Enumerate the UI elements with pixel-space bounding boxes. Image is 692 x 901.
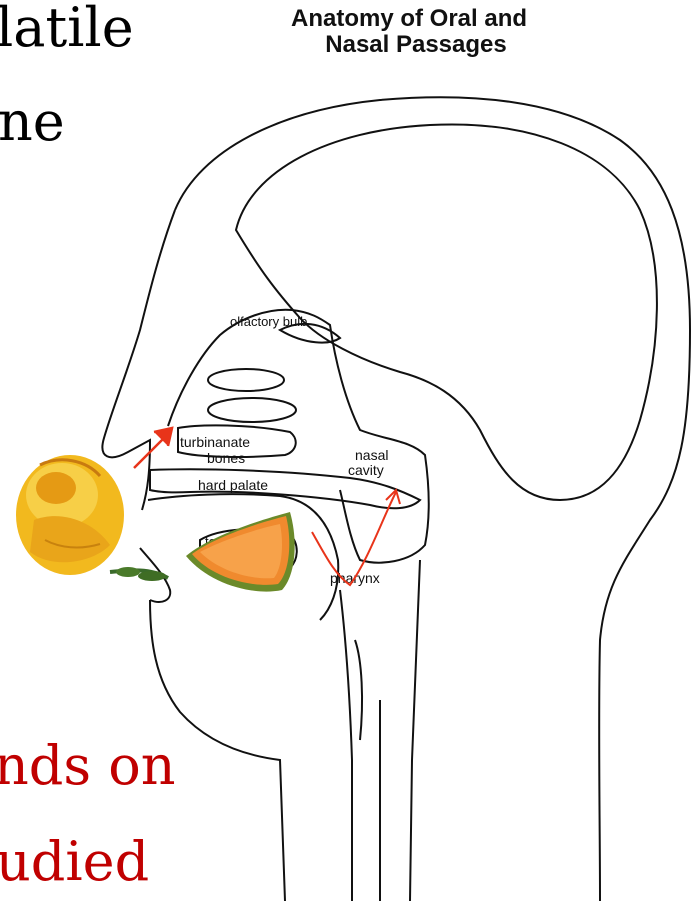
pharynx-wall-back [410,560,420,901]
brain-outline [236,124,657,500]
airflow-arrow-nose [134,428,172,468]
label-nasal-cavity-1: nasal [355,447,388,463]
turbinate-bone-1 [208,369,284,391]
label-turbinate-bones-2: bones [207,450,245,466]
label-hard-palate: hard palate [198,477,268,493]
head-outline [175,97,690,901]
slide-text-bottom-line-2: udied [0,832,149,892]
label-turbinate-bones-1: turbinanate [180,434,250,450]
cantaloupe-slice-image [186,512,295,592]
label-nasal-cavity-2: cavity [348,462,384,478]
epiglottis [355,640,362,740]
slide-text-bottom-line-1: nds on [0,736,176,796]
label-olfactory-bulb: olfactory bulb [230,314,307,329]
pharynx-wall-front [340,590,352,901]
rose-image [16,455,168,581]
turbinate-bone-2 [208,398,296,422]
